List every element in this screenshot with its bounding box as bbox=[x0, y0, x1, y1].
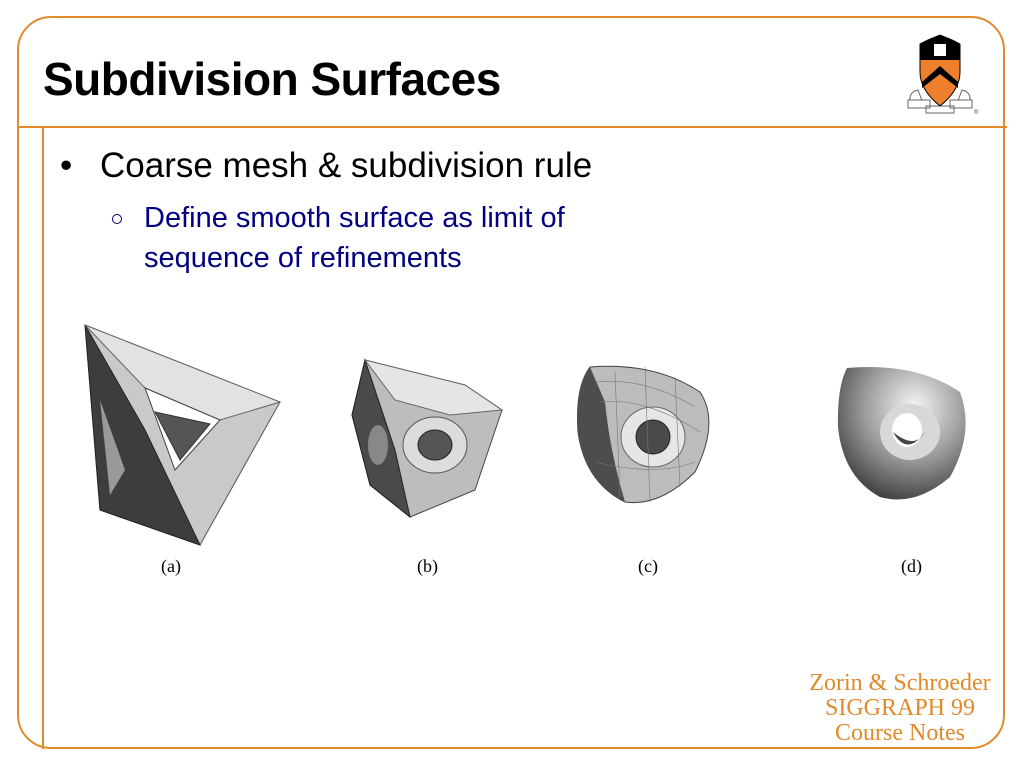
hollow-bullet-icon bbox=[112, 214, 122, 224]
bullet-dot-icon: • bbox=[60, 146, 73, 185]
left-rule bbox=[42, 127, 44, 749]
mesh-figure-a bbox=[84, 324, 282, 546]
caption-c: (c) bbox=[638, 556, 658, 576]
caption-a: (a) bbox=[161, 556, 181, 576]
bullet-level-2: Define smooth surface as limit of sequen… bbox=[112, 198, 664, 278]
sub-bullet-text: Define smooth surface as limit of sequen… bbox=[144, 202, 565, 274]
header-divider bbox=[17, 126, 1007, 128]
svg-text:®: ® bbox=[974, 109, 979, 116]
caption-d: (d) bbox=[901, 556, 922, 576]
mesh-figure-b bbox=[351, 358, 504, 519]
credit-block: Zorin & Schroeder SIGGRAPH 99 Course Not… bbox=[790, 671, 1010, 746]
credit-authors: Zorin & Schroeder bbox=[809, 670, 991, 696]
bullet-text: Coarse mesh & subdivision rule bbox=[100, 146, 593, 185]
slide-title: Subdivision Surfaces bbox=[43, 53, 501, 105]
caption-b: (b) bbox=[417, 556, 438, 576]
bullet-level-1: • Coarse mesh & subdivision rule bbox=[60, 146, 592, 186]
slide-frame bbox=[17, 16, 1005, 749]
credit-venue: SIGGRAPH 99 bbox=[824, 695, 976, 721]
mesh-figure-c bbox=[577, 365, 710, 504]
credit-source: Course Notes bbox=[835, 720, 965, 746]
mesh-figure-d bbox=[837, 367, 966, 500]
princeton-shield-logo: ® bbox=[907, 34, 979, 116]
